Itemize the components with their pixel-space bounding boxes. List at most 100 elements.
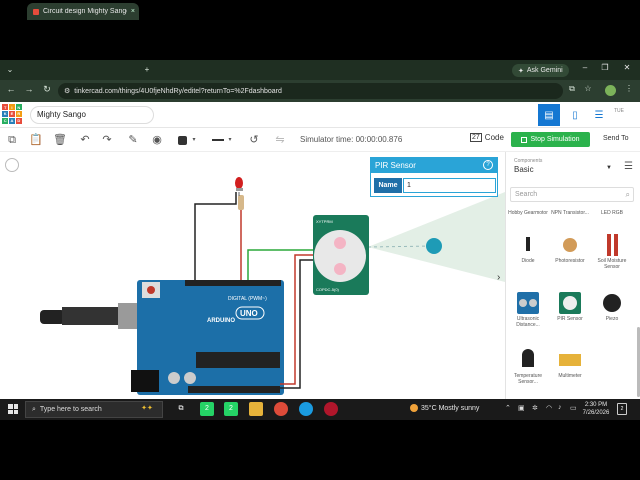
wifi-icon[interactable]: ◠ bbox=[546, 405, 553, 412]
component-soil-moisture-sensor[interactable]: Soil Moisture Sensor bbox=[592, 234, 632, 270]
color-dropdown-icon[interactable]: ▾ bbox=[192, 137, 196, 143]
wire-black-pir[interactable] bbox=[280, 259, 313, 389]
collapse-panel-icon[interactable]: › bbox=[497, 272, 500, 283]
soil-moisture-icon bbox=[601, 234, 623, 256]
circuit-view-button[interactable]: ▤ bbox=[538, 104, 560, 126]
edge-icon[interactable] bbox=[299, 402, 313, 416]
stop-simulation-button[interactable]: Stop Simulation bbox=[511, 132, 590, 147]
wire-black-led[interactable] bbox=[194, 192, 237, 280]
minimize-button[interactable]: – bbox=[582, 63, 588, 72]
volume-icon[interactable]: ♪ bbox=[558, 404, 562, 411]
tray-chevron-icon[interactable]: ⌃ bbox=[505, 405, 511, 412]
component-ultrasonic-distance[interactable]: Ultrasonic Distance... bbox=[508, 292, 548, 328]
component-piezo[interactable]: Piezo bbox=[592, 292, 632, 322]
weather-widget[interactable]: 35°C Mostly sunny bbox=[410, 404, 479, 412]
component-photoresistor[interactable]: Photoresistor bbox=[550, 234, 590, 264]
name-label: Name bbox=[374, 178, 402, 193]
app-icon[interactable] bbox=[324, 402, 338, 416]
component-hobby-gearmotor[interactable]: Hobby Gearmotor bbox=[508, 210, 548, 216]
tinkercad-account-avatar[interactable]: TUE bbox=[614, 108, 624, 114]
component-temperature-sensor[interactable]: Temperature Sensor... bbox=[508, 349, 548, 385]
resistor[interactable] bbox=[238, 195, 244, 210]
help-icon[interactable]: ? bbox=[483, 160, 493, 170]
component-led-rgb[interactable]: LED RGB bbox=[592, 210, 632, 216]
tray-app-icon[interactable]: ▣ bbox=[518, 405, 525, 412]
wire-type-icon[interactable] bbox=[212, 139, 224, 141]
fit-view-icon[interactable] bbox=[5, 158, 19, 172]
logo-tile: T bbox=[2, 104, 9, 111]
reload-icon[interactable]: ↻ bbox=[43, 84, 51, 94]
tinkercad-favicon-icon bbox=[33, 8, 39, 15]
name-input[interactable]: 1 bbox=[403, 178, 496, 193]
copilot-sparkle-icon[interactable]: ✦✦ bbox=[141, 405, 153, 412]
battery-icon[interactable]: ▭ bbox=[570, 405, 577, 412]
taskbar-search-input[interactable]: ⌕ Type here to search bbox=[25, 401, 163, 418]
components-select[interactable]: Basic ▼ bbox=[514, 165, 612, 176]
forward-icon[interactable]: → bbox=[24, 84, 34, 94]
component-pir-sensor[interactable]: PIR Sensor bbox=[550, 292, 590, 322]
schematic-view-button[interactable]: ▯ bbox=[564, 104, 586, 126]
paste-icon[interactable]: 📋 bbox=[29, 134, 43, 146]
arduino-reset-button[interactable] bbox=[147, 286, 155, 294]
browser-tab[interactable]: Circuit design Mighty Sango - × bbox=[27, 3, 139, 20]
flip-icon[interactable]: ⇋ bbox=[275, 134, 285, 146]
whatsapp-icon[interactable]: 2 bbox=[200, 402, 214, 416]
tab-close-icon[interactable]: × bbox=[130, 8, 135, 15]
rotate-icon[interactable]: ↺ bbox=[249, 134, 259, 146]
close-window-button[interactable]: ✕ bbox=[623, 63, 631, 72]
inspector-title: PIR Sensor bbox=[371, 158, 497, 173]
project-name-field[interactable]: Mighty Sango bbox=[30, 106, 154, 124]
bookmark-star-icon[interactable]: ☆ bbox=[584, 84, 592, 93]
new-tab-button[interactable]: + bbox=[144, 65, 150, 74]
install-app-icon[interactable]: ⧉ bbox=[569, 84, 575, 93]
search-placeholder: Search bbox=[515, 191, 538, 198]
windows-start-button[interactable] bbox=[8, 404, 18, 414]
back-icon[interactable]: ← bbox=[6, 84, 16, 94]
panel-scrollbar[interactable] bbox=[637, 327, 640, 397]
whatsapp-business-icon[interactable]: 2 bbox=[224, 402, 238, 416]
tray-bluetooth-icon[interactable]: ✲ bbox=[532, 405, 538, 412]
undo-icon[interactable]: ↶ bbox=[80, 134, 90, 146]
logo-tile: D bbox=[15, 117, 22, 124]
circuit-canvas[interactable]: DIGITAL (PWM~) ARDUINO UNO XYTPRM COPDC-… bbox=[0, 152, 505, 399]
notifications-icon[interactable]: 2 bbox=[617, 403, 627, 415]
ask-gemini-label: Ask Gemini bbox=[526, 67, 563, 74]
browser-menu-icon[interactable]: ⋮ bbox=[625, 84, 633, 93]
pir-target-object[interactable] bbox=[426, 238, 442, 254]
view-icon[interactable]: ◉ bbox=[152, 134, 162, 146]
diode-icon bbox=[517, 234, 539, 256]
component-search-input[interactable]: Search ⌕ bbox=[510, 187, 634, 202]
component-list-button[interactable]: ☰ bbox=[588, 104, 610, 126]
code-button[interactable]: 27 Code bbox=[470, 133, 504, 142]
component-multimeter[interactable]: Multimeter bbox=[550, 349, 590, 379]
color-swatch[interactable] bbox=[178, 136, 187, 145]
component-diode[interactable]: Diode bbox=[508, 234, 548, 264]
led-red[interactable] bbox=[235, 177, 243, 189]
component-label: Multimeter bbox=[558, 373, 582, 379]
send-to-button[interactable]: Send To bbox=[603, 135, 629, 142]
file-explorer-icon[interactable] bbox=[249, 402, 263, 416]
simulator-time: Simulator time: 00:00:00.876 bbox=[300, 135, 403, 144]
taskbar-clock[interactable]: 2:30 PM 7/26/2026 bbox=[582, 401, 610, 417]
wire-dropdown-icon[interactable]: ▾ bbox=[228, 137, 232, 143]
tab-search-icon[interactable]: ⌄ bbox=[6, 65, 14, 74]
list-view-icon[interactable]: ☰ bbox=[624, 161, 633, 172]
circuit-workspace[interactable]: DIGITAL (PWM~) ARDUINO UNO XYTPRM COPDC-… bbox=[0, 152, 505, 399]
url-field[interactable]: ⚙ tinkercad.com/things/4U0fjeNhdRy/edite… bbox=[58, 83, 563, 99]
notes-icon[interactable]: ✎ bbox=[128, 134, 138, 146]
whatsapp-badge: 2 bbox=[229, 405, 233, 412]
maximize-button[interactable]: ❐ bbox=[601, 63, 609, 72]
wire-red-pir[interactable] bbox=[280, 254, 313, 385]
copy-icon[interactable]: ⧉ bbox=[8, 134, 16, 146]
ask-gemini-button[interactable]: ✦ Ask Gemini bbox=[512, 64, 569, 77]
chrome-icon[interactable] bbox=[274, 402, 288, 416]
profile-avatar[interactable] bbox=[605, 85, 616, 96]
pir-lens bbox=[334, 263, 346, 275]
delete-icon[interactable]: 🗑 bbox=[53, 134, 67, 146]
task-view-icon[interactable]: ⧉ bbox=[178, 405, 184, 412]
component-npn-transistor[interactable]: NPN Transistor... bbox=[550, 210, 590, 216]
redo-icon[interactable]: ↷ bbox=[102, 134, 112, 146]
wire-green-pir[interactable] bbox=[247, 249, 313, 280]
code-icon: 27 bbox=[470, 133, 482, 142]
